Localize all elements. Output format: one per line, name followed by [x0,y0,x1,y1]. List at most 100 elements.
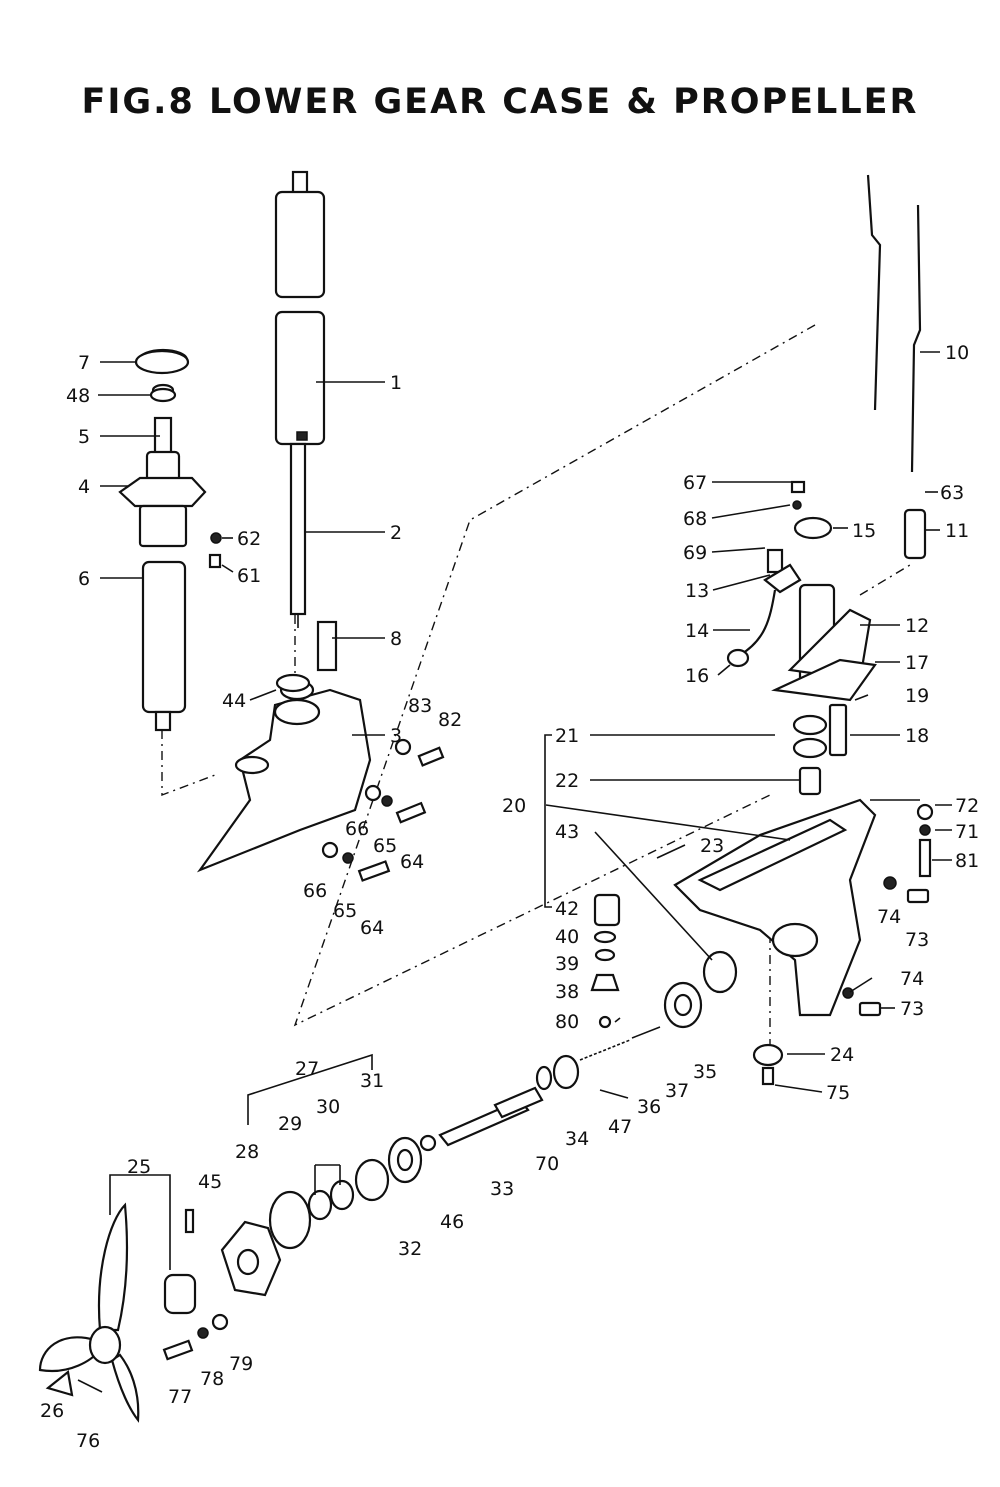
callout-31: 31 [360,1070,384,1092]
o-ring-7 [134,349,190,375]
propeller [38,1202,140,1423]
callout-20: 20 [502,795,526,817]
callout-22: 22 [555,770,579,792]
assembly-line [859,564,911,596]
lower-gear-case [673,798,877,1017]
callout-13: 13 [685,580,709,602]
callout-27: 27 [295,1058,319,1080]
callout-5: 5 [78,426,90,448]
callout-70: 70 [535,1153,559,1175]
callout-37: 37 [665,1080,689,1102]
callout-16: 16 [685,665,709,687]
callout-12: 12 [905,615,929,637]
pinion-gear-stack [590,893,621,1029]
callout-28: 28 [235,1141,259,1163]
driveshaft-housing [274,170,326,446]
callout-2: 2 [390,522,402,544]
callout-78: 78 [200,1368,224,1390]
fastener-set-right [752,803,934,1086]
callout-44: 44 [222,690,246,712]
pin-23 [656,844,686,859]
figure-title: FIG.8 LOWER GEAR CASE & PROPELLER [81,82,919,122]
callout-19: 19 [905,685,929,707]
pin-45 [184,1208,195,1234]
callout-leaders [98,351,952,1093]
callout-72: 72 [955,795,979,817]
callout-66a: 66 [345,818,369,840]
callout-68: 68 [683,508,707,530]
bracket-27 [247,1053,373,1125]
callout-38: 38 [555,981,579,1003]
callout-83: 83 [408,695,432,717]
callout-8: 8 [390,628,402,650]
callout-77: 77 [168,1386,192,1408]
forward-gear [663,981,703,1029]
callout-65a: 65 [373,835,397,857]
callout-35: 35 [693,1061,717,1083]
callout-61: 61 [237,565,261,587]
callout-7: 7 [78,352,90,374]
callout-62: 62 [237,528,261,550]
callout-42: 42 [555,898,579,920]
callout-25: 25 [127,1156,151,1178]
callout-17: 17 [905,652,929,674]
o-ring-44 [275,673,311,693]
callout-45: 45 [198,1171,222,1193]
callout-47: 47 [608,1116,632,1138]
callout-1: 1 [390,372,402,394]
callout-labels: 1 2 3 4 5 6 7 8 10 11 12 13 14 15 16 17 … [40,342,979,1452]
callout-33: 33 [490,1178,514,1200]
callout-26: 26 [40,1400,64,1422]
propeller-shaft [438,1086,544,1147]
callout-43: 43 [555,821,579,843]
fastener-set-left [321,738,445,882]
snap-ring-70 [535,1065,553,1091]
callout-18: 18 [905,725,929,747]
washer-46 [419,1134,437,1152]
callout-64a: 64 [400,851,424,873]
bracket-21-22-42 [544,734,552,908]
callout-30: 30 [316,1096,340,1118]
callout-23: 23 [700,835,724,857]
callout-81: 81 [955,850,979,872]
callout-74b: 74 [900,968,924,990]
propeller-bushing [163,1273,197,1315]
callout-40: 40 [555,926,579,948]
callout-64b: 64 [360,917,384,939]
pin-37 [631,1026,661,1039]
callout-79: 79 [229,1353,253,1375]
bearing-housing [220,1220,282,1297]
callout-67: 67 [683,472,707,494]
callout-21: 21 [555,725,579,747]
callout-75: 75 [826,1082,850,1104]
callout-24: 24 [830,1044,854,1066]
bearing-30b [329,1179,355,1211]
callout-10: 10 [945,342,969,364]
callout-36: 36 [637,1096,661,1118]
callout-63: 63 [940,482,964,504]
clutch-dog [552,1054,580,1090]
callout-71: 71 [955,821,979,843]
bearing-43 [702,950,738,994]
callout-73a: 73 [905,929,929,951]
washer-48 [149,387,177,403]
cotter-pin-76 [77,1379,103,1393]
bearing-30a [307,1189,333,1221]
callout-4: 4 [78,476,90,498]
driveshaft [289,442,307,628]
callout-14: 14 [685,620,709,642]
shift-rods [866,174,922,473]
shift-housing-assembly [726,480,927,796]
propeller-nut-26 [45,1369,74,1397]
callout-74a: 74 [877,906,901,928]
callout-3: 3 [390,725,402,747]
callout-48: 48 [66,385,90,407]
callout-82: 82 [438,709,462,731]
callout-76: 76 [76,1430,100,1452]
pin-47 [599,1089,629,1099]
water-tube-assembly [118,348,222,732]
callout-11: 11 [945,520,969,542]
callout-46: 46 [440,1211,464,1233]
callout-34: 34 [565,1128,589,1150]
